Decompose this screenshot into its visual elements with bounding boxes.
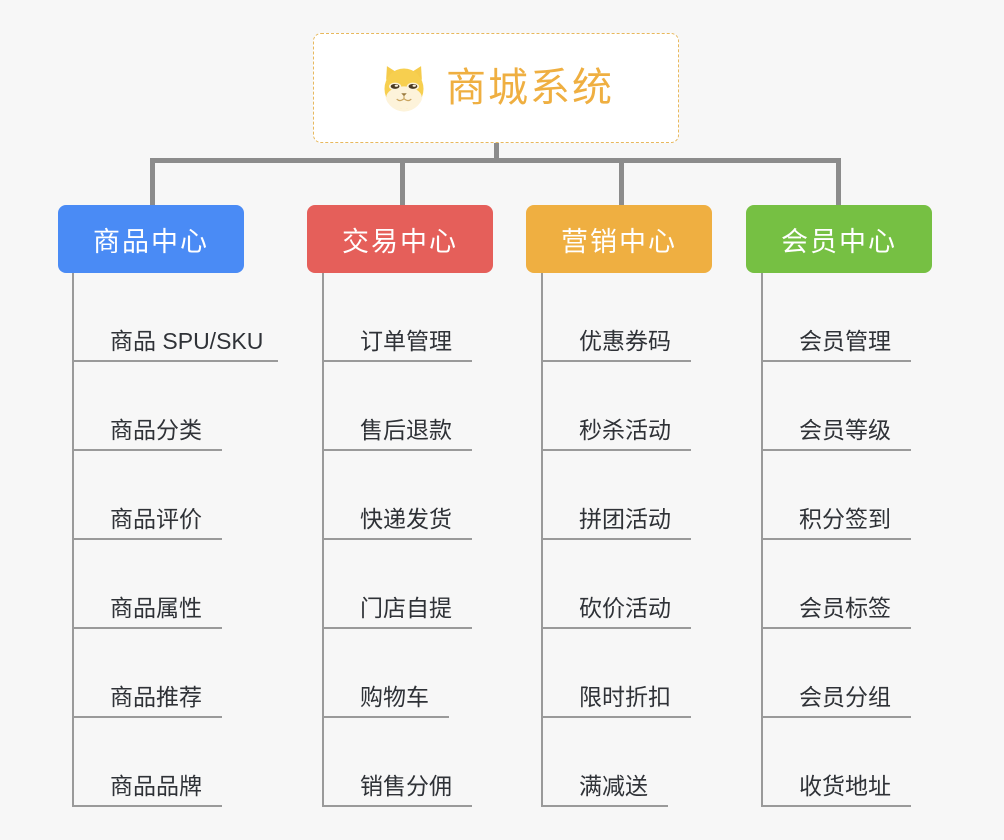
leaf-item-underline <box>541 360 691 362</box>
leaf-item-underline <box>322 360 472 362</box>
leaf-item-underline <box>541 627 691 629</box>
connector-drop-4 <box>836 158 841 205</box>
leaf-item[interactable]: 优惠券码 <box>541 273 691 362</box>
leaf-item-label: 商品分类 <box>110 417 202 443</box>
category-label: 营销中心 <box>561 226 677 257</box>
leaf-item[interactable]: 商品属性 <box>72 540 222 629</box>
column-spine <box>541 273 543 807</box>
leaf-item-underline <box>761 716 911 718</box>
leaf-item-underline <box>761 805 911 807</box>
leaf-item[interactable]: 购物车 <box>322 629 449 718</box>
leaf-item[interactable]: 商品评价 <box>72 451 222 540</box>
leaf-item-label: 快递发货 <box>360 506 452 532</box>
connector-drop-1 <box>150 158 155 205</box>
leaf-item-label: 购物车 <box>360 684 429 710</box>
leaf-item[interactable]: 限时折扣 <box>541 629 691 718</box>
leaf-item-underline <box>541 449 691 451</box>
leaf-item-label: 积分签到 <box>799 506 891 532</box>
leaf-item[interactable]: 积分签到 <box>761 451 911 540</box>
leaf-item-label: 优惠券码 <box>579 328 671 354</box>
leaf-item-label: 拼团活动 <box>579 506 671 532</box>
leaf-item[interactable]: 销售分佣 <box>322 718 472 807</box>
leaf-item-label: 商品推荐 <box>110 684 202 710</box>
leaf-item[interactable]: 会员管理 <box>761 273 911 362</box>
leaf-item-label: 会员等级 <box>799 417 891 443</box>
leaf-item-underline <box>72 360 278 362</box>
leaf-item[interactable]: 商品品牌 <box>72 718 222 807</box>
column-spine <box>322 273 324 807</box>
shiba-dog-icon <box>378 62 430 114</box>
connector-drop-3 <box>619 158 624 205</box>
leaf-item[interactable]: 会员等级 <box>761 362 911 451</box>
leaf-item-underline <box>322 449 472 451</box>
leaf-item[interactable]: 订单管理 <box>322 273 472 362</box>
connector-horizontal-bar <box>150 158 839 163</box>
leaf-item-label: 商品 SPU/SKU <box>110 328 264 354</box>
leaf-item-label: 砍价活动 <box>579 595 671 621</box>
leaf-item-label: 订单管理 <box>360 328 452 354</box>
leaf-item[interactable]: 砍价活动 <box>541 540 691 629</box>
leaf-item[interactable]: 拼团活动 <box>541 451 691 540</box>
leaf-item-underline <box>72 805 222 807</box>
leaf-item-label: 销售分佣 <box>360 773 452 799</box>
leaf-item-underline <box>541 538 691 540</box>
column-spine <box>72 273 74 807</box>
leaf-item[interactable]: 会员分组 <box>761 629 911 718</box>
leaf-item-label: 会员管理 <box>799 328 891 354</box>
leaf-item-label: 限时折扣 <box>579 684 671 710</box>
leaf-item-label: 门店自提 <box>360 595 452 621</box>
leaf-item[interactable]: 收货地址 <box>761 718 911 807</box>
category-box-3[interactable]: 营销中心 <box>526 205 712 273</box>
leaf-item[interactable]: 门店自提 <box>322 540 472 629</box>
leaf-item-underline <box>761 449 911 451</box>
leaf-item-underline <box>761 360 911 362</box>
leaf-item-label: 收货地址 <box>799 773 891 799</box>
leaf-item-label: 商品品牌 <box>110 773 202 799</box>
category-label: 商品中心 <box>93 226 209 257</box>
leaf-item[interactable]: 快递发货 <box>322 451 472 540</box>
category-box-1[interactable]: 商品中心 <box>58 205 244 273</box>
root-node-mall-system[interactable]: 商城系统 <box>313 33 679 143</box>
category-box-2[interactable]: 交易中心 <box>307 205 493 273</box>
category-label: 交易中心 <box>342 226 458 257</box>
leaf-item[interactable]: 商品推荐 <box>72 629 222 718</box>
leaf-item-label: 商品评价 <box>110 506 202 532</box>
leaf-item-underline <box>72 627 222 629</box>
leaf-item-underline <box>322 805 472 807</box>
leaf-item[interactable]: 秒杀活动 <box>541 362 691 451</box>
leaf-item-underline <box>72 716 222 718</box>
column-spine <box>761 273 763 807</box>
connector-drop-2 <box>400 158 405 205</box>
leaf-item-underline <box>322 716 449 718</box>
connector-root-stem <box>494 143 499 162</box>
leaf-item-label: 满减送 <box>579 773 648 799</box>
leaf-item-label: 秒杀活动 <box>579 417 671 443</box>
leaf-item-underline <box>322 538 472 540</box>
leaf-item[interactable]: 售后退款 <box>322 362 472 451</box>
leaf-item-underline <box>322 627 472 629</box>
leaf-item-label: 会员分组 <box>799 684 891 710</box>
leaf-item-label: 商品属性 <box>110 595 202 621</box>
leaf-item-label: 会员标签 <box>799 595 891 621</box>
leaf-item[interactable]: 商品 SPU/SKU <box>72 273 278 362</box>
leaf-item[interactable]: 会员标签 <box>761 540 911 629</box>
leaf-item[interactable]: 商品分类 <box>72 362 222 451</box>
leaf-item-underline <box>72 538 222 540</box>
leaf-item-underline <box>761 627 911 629</box>
leaf-item-underline <box>541 716 691 718</box>
leaf-item-underline <box>72 449 222 451</box>
leaf-item-label: 售后退款 <box>360 417 452 443</box>
leaf-item-underline <box>761 538 911 540</box>
category-label: 会员中心 <box>781 226 897 257</box>
leaf-item[interactable]: 满减送 <box>541 718 668 807</box>
category-box-4[interactable]: 会员中心 <box>746 205 932 273</box>
leaf-item-underline <box>541 805 668 807</box>
root-node-label: 商城系统 <box>446 66 614 110</box>
